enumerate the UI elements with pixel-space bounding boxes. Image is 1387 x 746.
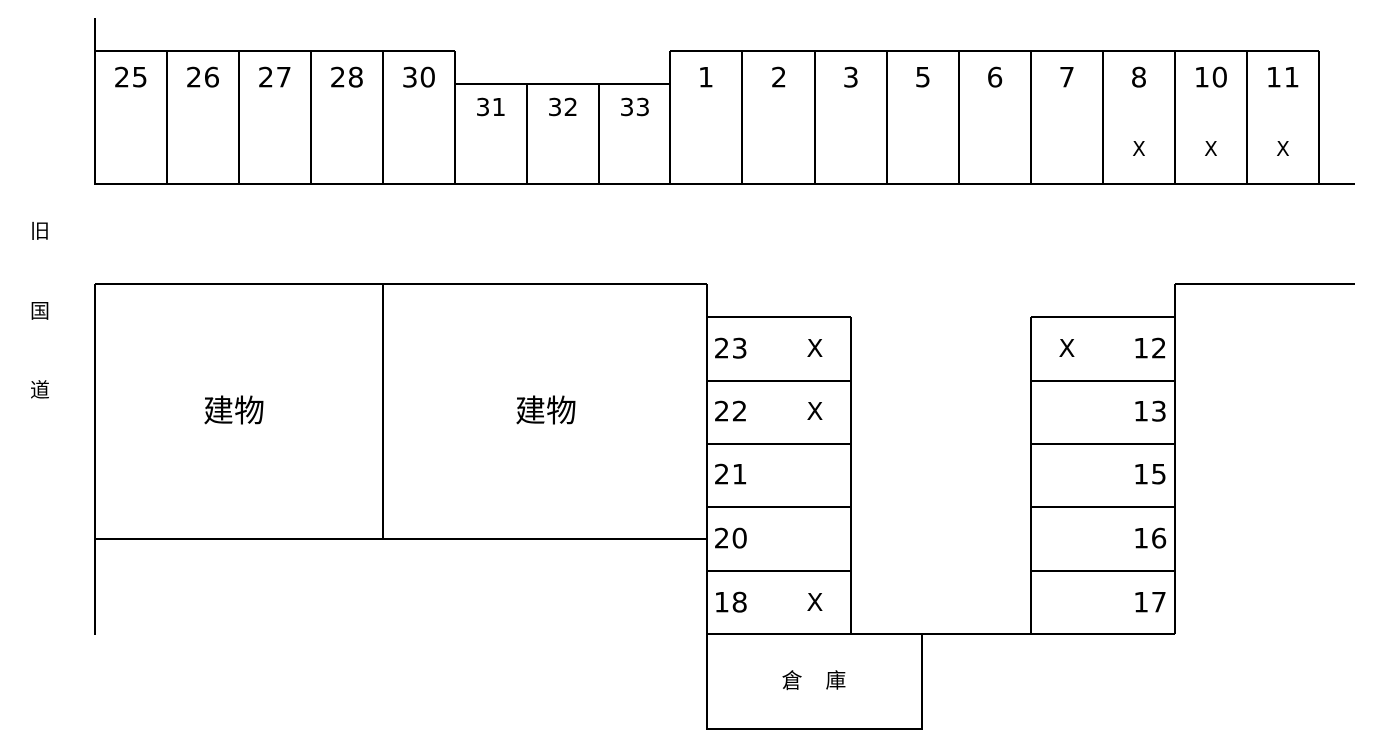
space-12-label: 12 [1132,332,1168,365]
space-33-label: 33 [619,93,651,122]
road-label-char-1: 旧 [30,219,50,243]
space-21-label: 21 [713,458,749,491]
space-23-mark: X [806,334,823,363]
space-32-label: 32 [547,93,579,122]
space-28-label: 28 [329,61,365,94]
space-1-label: 1 [697,61,715,94]
space-13-label: 13 [1132,395,1168,428]
space-30-label: 30 [401,61,437,94]
building-left-label: 建物 [203,394,265,430]
space-31-label: 31 [475,93,507,122]
space-11-label: 11 [1265,61,1301,94]
space-22-mark: X [806,397,823,426]
building-right-label: 建物 [515,394,577,430]
space-11-mark: X [1276,137,1290,161]
space-8-label: 8 [1130,61,1148,94]
space-2-label: 2 [770,61,788,94]
space-10-mark: X [1204,137,1218,161]
space-12-mark: X [1058,334,1075,363]
space-26-label: 26 [185,61,221,94]
space-7-label: 7 [1058,61,1076,94]
space-18-mark: X [806,588,823,617]
space-16-label: 16 [1132,522,1168,555]
space-8-mark: X [1132,137,1146,161]
space-25-label: 25 [113,61,149,94]
road-label-char-2: 国 [30,299,50,323]
space-20-label: 20 [713,522,749,555]
storage-label: 倉 庫 [782,669,855,693]
space-3-label: 3 [842,61,860,94]
top-row-lines [94,18,1355,185]
space-17-label: 17 [1132,586,1168,619]
space-27-label: 27 [257,61,293,94]
space-18-label: 18 [713,586,749,619]
space-10-label: 10 [1193,61,1229,94]
space-6-label: 6 [986,61,1004,94]
space-15-label: 15 [1132,458,1168,491]
lower-section-lines [94,283,1355,730]
space-5-label: 5 [914,61,932,94]
space-23-label: 23 [713,332,749,365]
space-22-label: 22 [713,395,749,428]
road-label-char-3: 道 [30,378,50,402]
